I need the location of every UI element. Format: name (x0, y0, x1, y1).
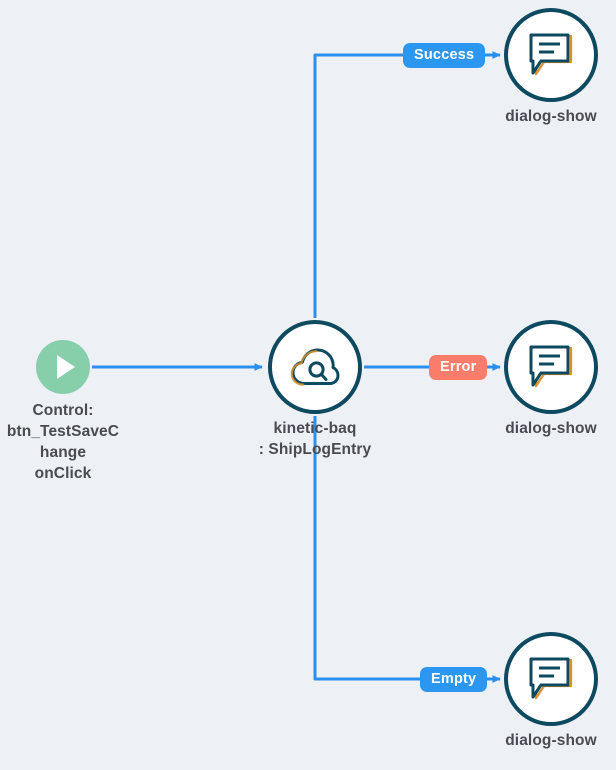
node-label-dialog-empty: dialog-show (505, 732, 597, 749)
cloud-search-icon (290, 348, 340, 386)
dialog-show-error-node-circle[interactable] (504, 320, 598, 414)
node-label-dialog-success: dialog-show (505, 108, 597, 125)
kinetic-baq-node-circle[interactable] (268, 320, 362, 414)
dialog-icon (529, 345, 573, 388)
dialog-icon (529, 657, 573, 700)
node-label-kinetic-baq: kinetic-baq : ShipLogEntry (258, 420, 372, 458)
play-icon (57, 355, 75, 379)
dialog-show-success-node-circle[interactable] (504, 8, 598, 102)
node-label-dialog-error: dialog-show (505, 420, 597, 437)
dialog-show-empty-node-circle[interactable] (504, 632, 598, 726)
edge-label-success[interactable]: Success (403, 43, 486, 68)
dialog-icon (529, 33, 573, 76)
edge-baq-to-success (313, 51, 501, 318)
edge-label-error[interactable]: Error (429, 355, 488, 380)
edge-label-empty[interactable]: Empty (420, 667, 488, 692)
start-node-circle[interactable] (36, 340, 90, 394)
node-label-start: Control: btn_TestSaveC hange onClick (6, 402, 120, 482)
